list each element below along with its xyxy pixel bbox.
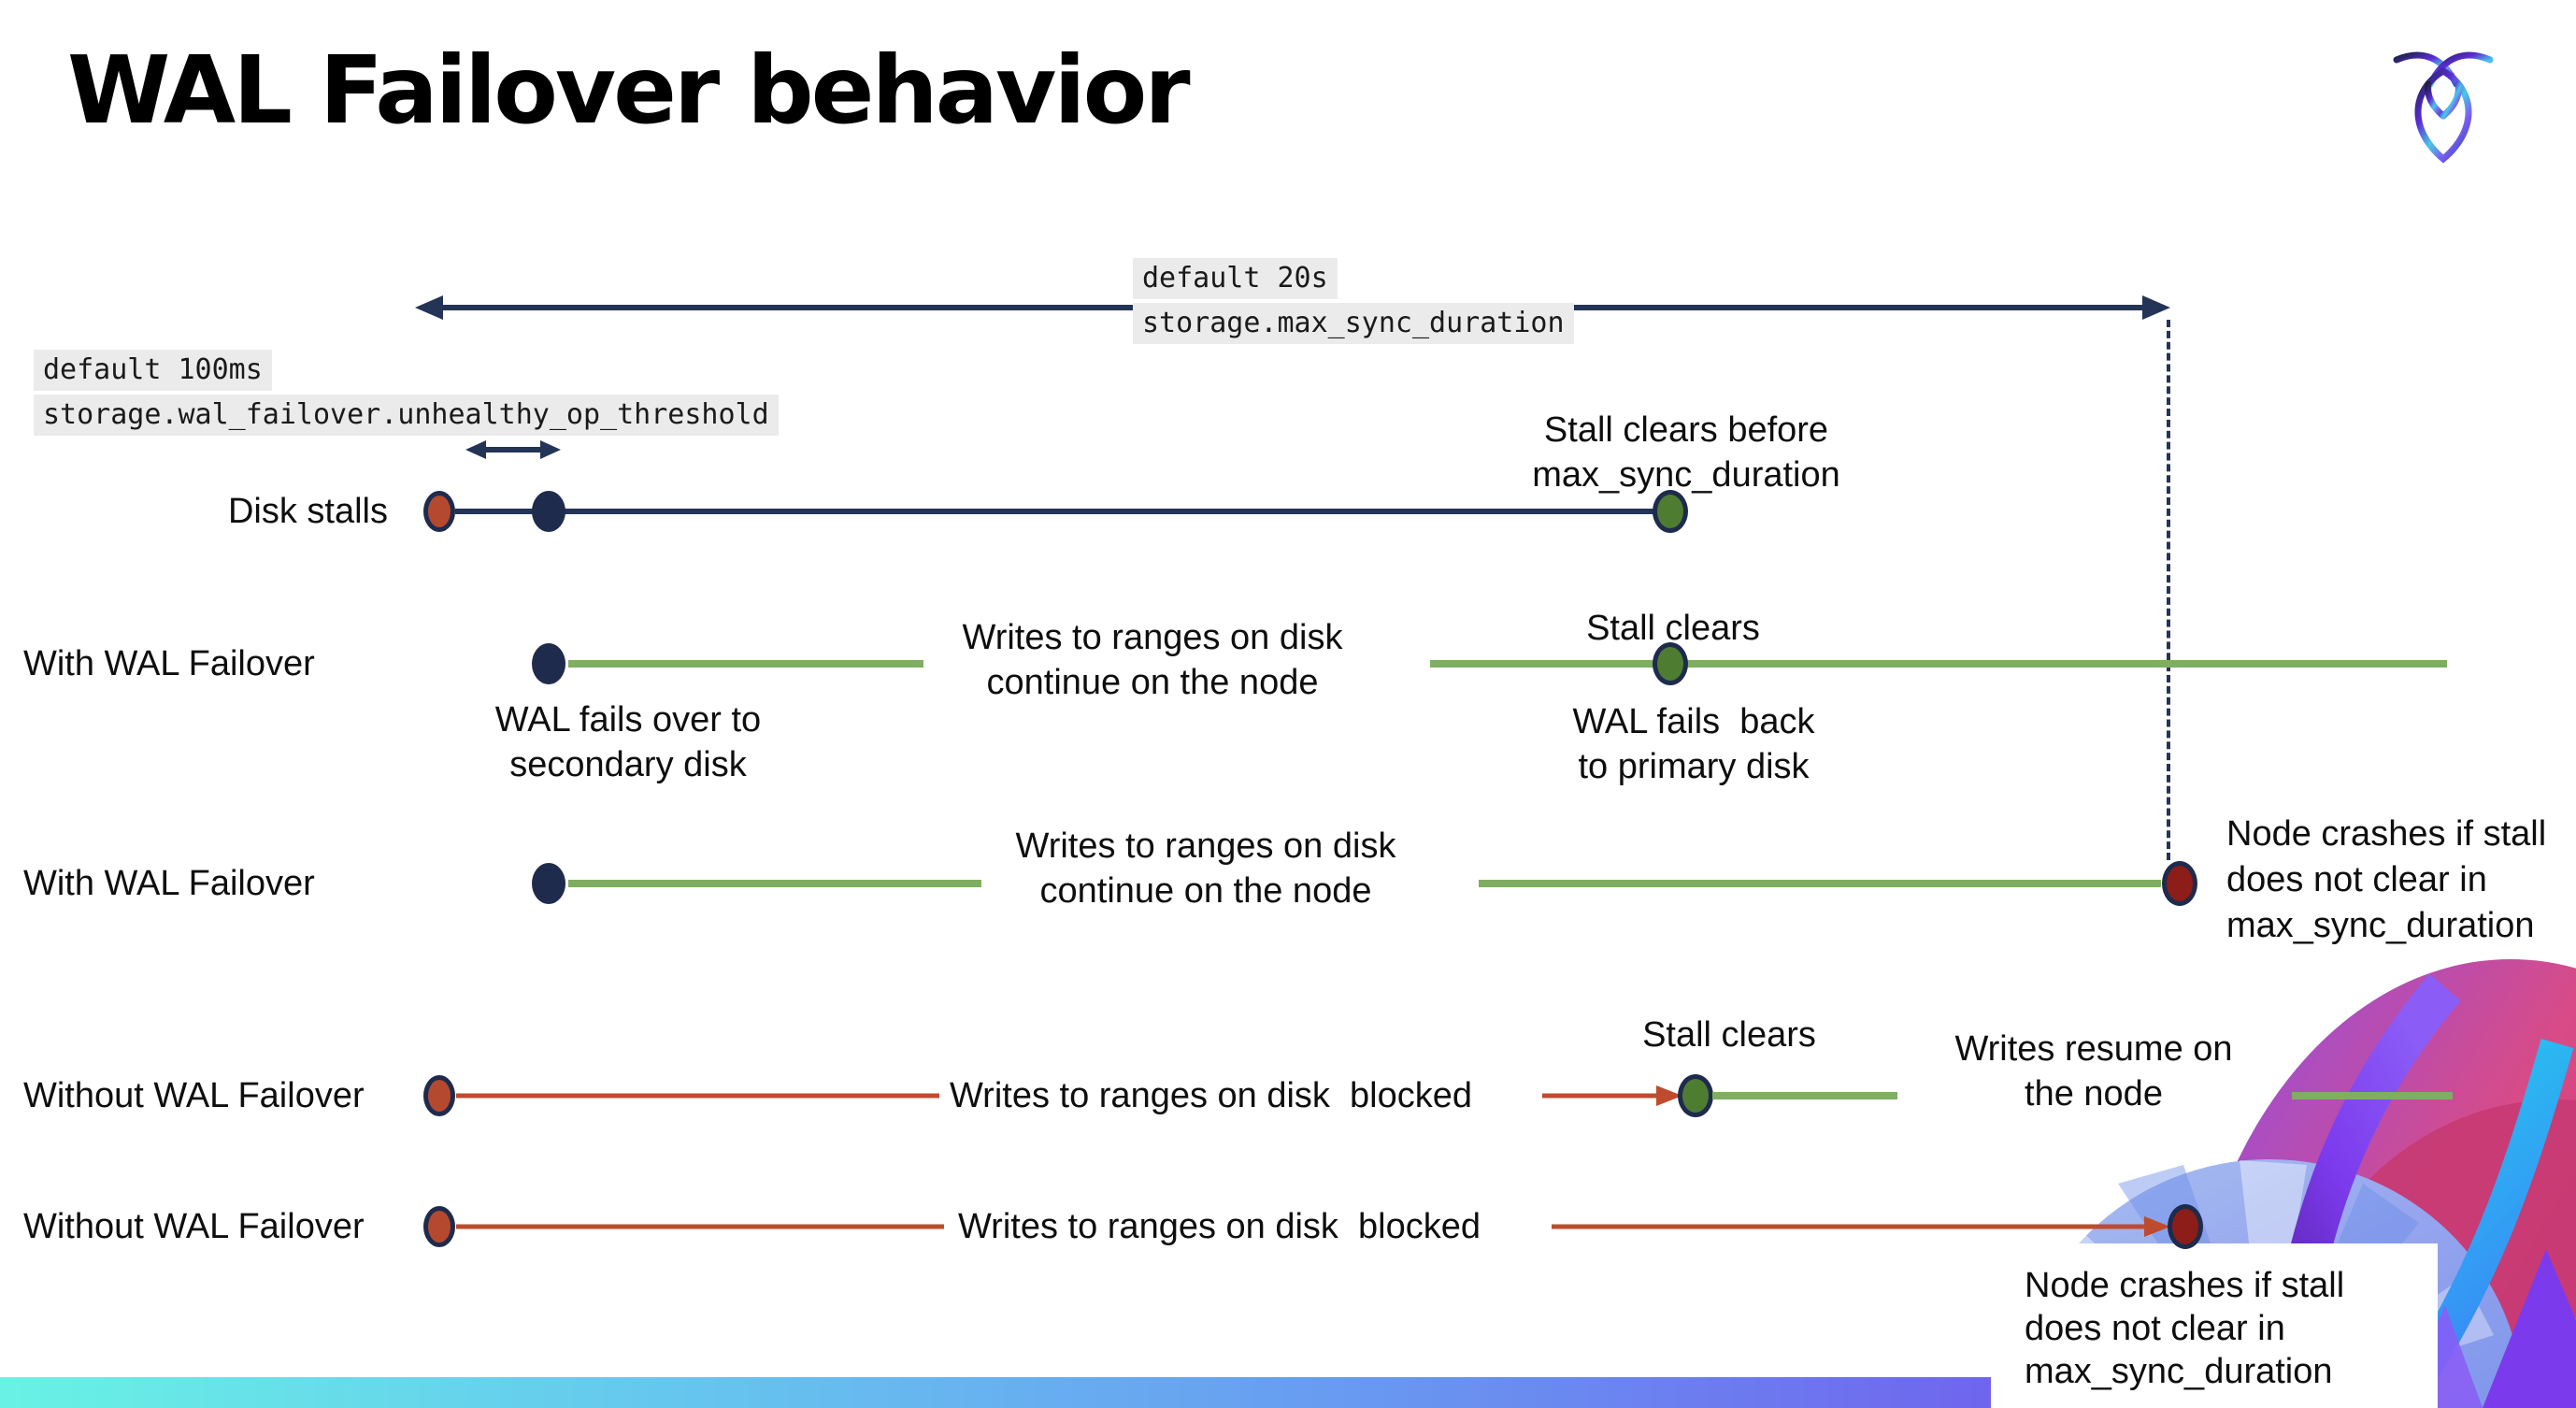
wal-fails-back-annotation: WAL fails back to primary disk: [1572, 702, 1815, 786]
writes-blocked-line-a: [456, 1093, 939, 1099]
writes-blocked-annotation-1: Writes to ranges on disk blocked: [950, 1076, 1473, 1115]
failover-dot: [532, 643, 565, 684]
writes-resume-line-a: [1712, 1092, 1897, 1099]
stall-clears-dot-2: [1678, 1074, 1713, 1117]
page-title: WAL Failover behavior: [67, 36, 1191, 145]
node-crash-dot-1: [2162, 861, 2197, 906]
node-crash-annotation-2: Node crashes if stall does not clear in …: [2025, 1266, 2345, 1391]
row-label-with-wal-failover-2: With WAL Failover: [23, 864, 315, 903]
writes-blocked-line-c: [456, 1224, 944, 1229]
writes-resume-annotation: Writes resume on the node: [1954, 1029, 2233, 1113]
stall-clears-annotation-1: Stall clears: [1586, 609, 1760, 648]
threshold-default-label: default 100ms: [34, 350, 272, 391]
row-label-with-wal-failover-1: With WAL Failover: [23, 644, 315, 683]
wal-fails-over-annotation: WAL fails over to secondary disk: [494, 700, 762, 784]
stall-start-dot: [423, 491, 455, 532]
writes-blocked-annotation-2: Writes to ranges on disk blocked: [958, 1207, 1481, 1246]
threshold-setting-label: storage.wal_failover.unhealthy_op_thresh…: [34, 395, 779, 436]
writes-continue-annotation-2: Writes to ranges on disk continue on the…: [1015, 826, 1396, 911]
stall-start-dot-3: [423, 1206, 455, 1247]
node-crash-note-box: Node crashes if stall does not clear in …: [1991, 1243, 2438, 1408]
failback-stall-clears-dot: [1653, 642, 1688, 685]
row-label-disk-stalls: Disk stalls: [227, 492, 388, 531]
writes-continue-annotation-1: Writes to ranges on disk continue on the…: [962, 618, 1343, 702]
stall-clears-before-annotation: Stall clears before max_sync_duration: [1532, 410, 1840, 495]
writes-continue-line-a: [568, 660, 923, 668]
writes-continue-line-d: [1479, 880, 2161, 887]
writes-continue-line-c: [568, 880, 981, 887]
writes-resume-line-b: [2292, 1092, 2453, 1099]
writes-blocked-line-d: [1552, 1224, 2146, 1229]
writes-blocked-line-b: [1542, 1093, 1656, 1099]
threshold-reached-dot: [532, 491, 565, 532]
red-arrowhead-icon-1: [1656, 1085, 1682, 1106]
arrowhead-right-small-icon: [540, 440, 561, 459]
arrowhead-left-icon: [415, 295, 443, 320]
disk-stall-timeline: [455, 509, 1654, 514]
red-arrowhead-icon-2: [2144, 1216, 2170, 1237]
row-label-without-wal-failover-2: Without WAL Failover: [23, 1207, 365, 1246]
failover-dot-2: [532, 863, 565, 904]
stall-start-dot-2: [423, 1075, 455, 1116]
node-crash-annotation-1: Node crashes if stall does not clear in …: [2226, 814, 2547, 945]
stall-clears-annotation-2: Stall clears: [1642, 1015, 1816, 1055]
threshold-span-line: [480, 447, 546, 453]
max-sync-default-label: default 20s: [1133, 258, 1338, 299]
writes-continue-line-b: [1430, 660, 2447, 668]
row-label-without-wal-failover-1: Without WAL Failover: [23, 1076, 365, 1115]
max-sync-deadline-dashed-line: [2167, 320, 2170, 860]
stall-clears-dot: [1653, 490, 1688, 533]
cockroachdb-logo-icon: [2393, 51, 2494, 164]
arrowhead-left-small-icon: [465, 440, 486, 459]
max-sync-setting-label: storage.max_sync_duration: [1133, 303, 1574, 344]
node-crash-dot-2: [2168, 1204, 2203, 1249]
